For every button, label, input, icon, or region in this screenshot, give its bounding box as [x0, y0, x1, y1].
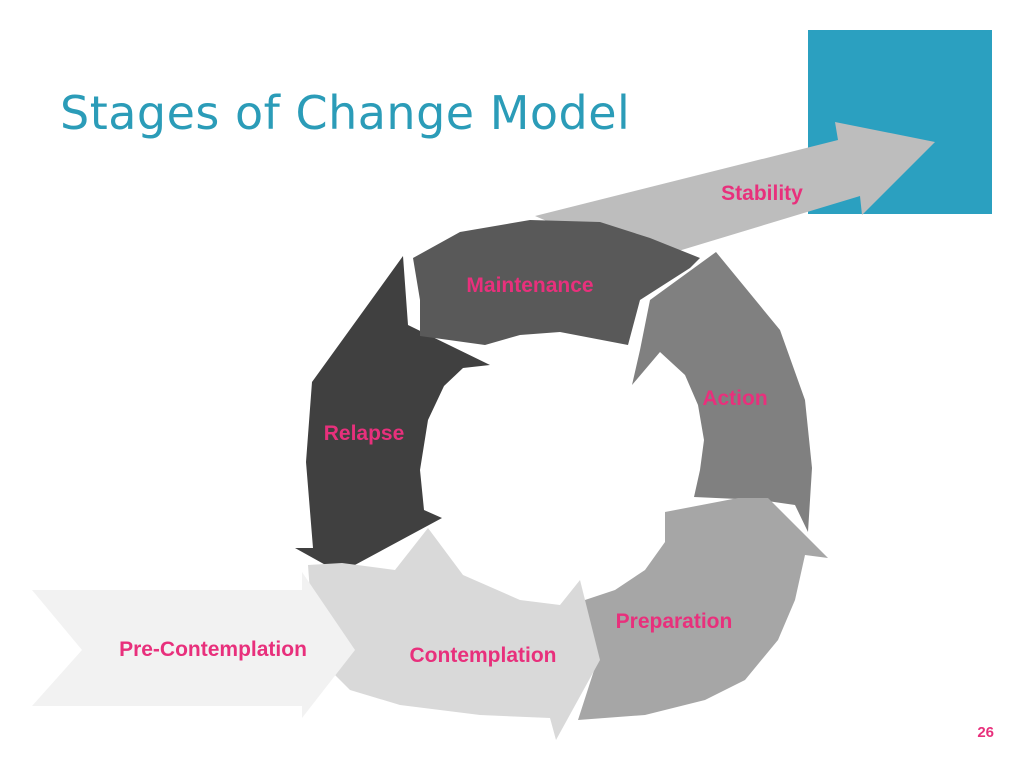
pre-contemplation-label: Pre-Contemplation — [119, 638, 307, 661]
contemplation-segment — [308, 528, 600, 740]
relapse-label: Relapse — [324, 422, 405, 445]
action-segment — [632, 252, 812, 532]
preparation-label: Preparation — [616, 610, 733, 633]
slide-title: Stages of Change Model — [60, 86, 631, 140]
contemplation-label: Contemplation — [410, 644, 557, 667]
page-number: 26 — [977, 724, 994, 741]
action-label: Action — [702, 387, 767, 410]
pre-contemplation-arrow — [32, 572, 355, 718]
maintenance-segment — [413, 220, 700, 345]
preparation-segment — [550, 498, 828, 720]
maintenance-label: Maintenance — [466, 274, 593, 297]
stability-label: Stability — [721, 182, 803, 205]
stability-arrow — [535, 122, 935, 262]
relapse-segment — [295, 256, 490, 573]
